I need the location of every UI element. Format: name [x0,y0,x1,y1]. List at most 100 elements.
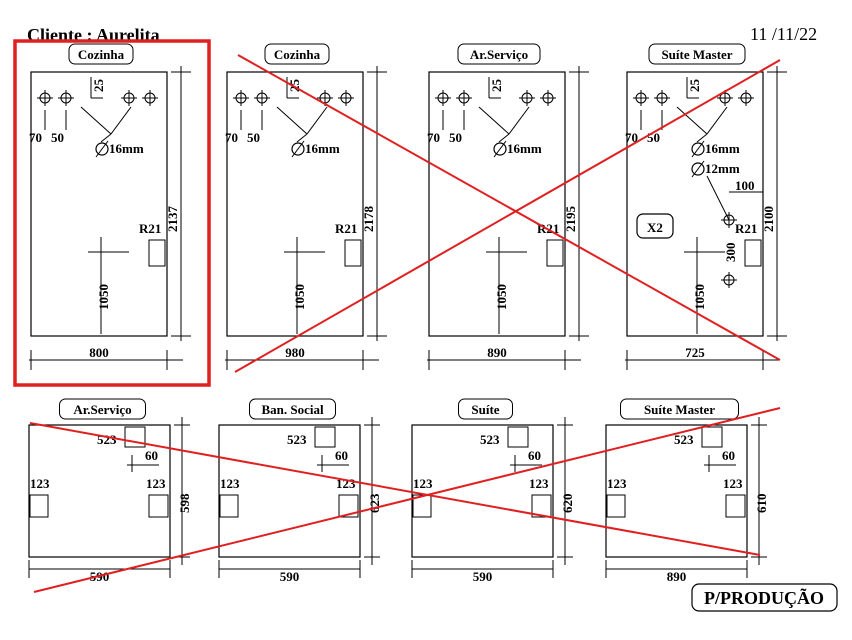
width-value: 590 [473,569,493,584]
panel-label-frame [249,398,336,420]
panel-4: Suíte Master 523 60 123 123 890 610 [605,398,769,584]
hole-icon [254,90,270,106]
quantity-value: X2 [647,220,663,235]
panel-label: Cozinha [264,43,330,65]
lock-radius-value: R21 [139,221,161,236]
hole-icon [654,90,670,106]
cross-out-line [29,422,761,556]
left-notch [412,494,432,518]
mount-height-value: 1050 [96,284,111,310]
panel-outline [411,424,554,558]
notch-left-value: 523 [674,432,694,447]
lock-radius-value: R21 [335,221,357,236]
leader-line [276,106,308,135]
right-notch [148,494,169,518]
leader-line [296,133,308,143]
side-left-value: 123 [607,476,627,491]
notch-gap-value: 60 [722,448,735,463]
cross-out-line [33,407,781,593]
lock-notch [744,239,762,267]
top-notch [701,426,723,448]
side-left-value: 123 [220,476,240,491]
side-right-value: 123 [723,476,743,491]
panel-label: Suíte Master [620,398,739,420]
hole-icon [540,90,556,106]
quantity-badge: X2 [636,213,674,239]
panel-label-text: Suíte Master [661,47,732,62]
offset-a-value: 70 [29,130,42,145]
panel-label: Ban. Social [249,398,336,420]
hole-icon [456,90,472,106]
height-value: 2195 [563,206,578,233]
offset-b-value: 50 [247,130,260,145]
panel-label-text: Ban. Social [261,402,324,417]
width-value: 890 [667,569,687,584]
offset-b-value: 50 [449,130,462,145]
panel-label-text: Ar.Serviço [73,402,131,417]
height-value: 2178 [361,206,376,233]
hole-icon [717,90,733,106]
diameter-icon [291,140,305,158]
leader-line [696,133,708,143]
panel-label-frame [620,398,739,420]
hole-icon [519,90,535,106]
hole-icon [58,90,74,106]
diameter-icon-small-slash [691,160,705,178]
height-value: 2100 [761,206,776,232]
leader-line [100,133,112,143]
panel-outline [218,424,361,558]
panel-outline [605,424,748,558]
cross-out-line [234,59,781,373]
height-value: 620 [560,494,575,514]
side-left-value: 123 [30,476,50,491]
offset-b-value: 50 [51,130,64,145]
panel-label-frame [59,398,146,420]
bottom-row-drawings: Ar.Serviço 523 60 123 123 590 598 Ban. Social 52… [28,398,769,584]
notch-left-value: 523 [97,432,117,447]
hole-icon [435,90,451,106]
height-value: 598 [177,493,192,513]
panel-label-text: Cozinha [78,47,125,62]
panel-label-text: Suíte Master [644,402,715,417]
mount-height-value: 1050 [692,284,707,310]
hole-icon [721,212,737,228]
panel-label-frame [68,43,134,65]
hole-diameter-value: 16mm [507,141,542,156]
diameter-icon-slash [493,140,507,158]
hole-diameter-value: 16mm [305,141,340,156]
hole-offset-value: 25 [489,79,504,93]
height-value: 610 [754,494,769,514]
panel-label-text: Cozinha [274,47,321,62]
hole-icon [37,90,53,106]
panel-label-frame [458,398,513,420]
diameter-icon-ring [291,142,305,156]
top-notch [314,426,336,448]
quantity-frame [636,213,674,239]
diameter-icon [95,140,109,158]
diameter-icon-slash [95,140,109,158]
leader-line [110,106,132,135]
hole-icon [142,90,158,106]
door-outline [226,71,364,337]
hole-icon [721,272,737,288]
door-outline [428,71,566,337]
diameter-icon-slash [691,140,705,158]
cross-out-line [237,54,781,361]
panel-label-frame [264,43,330,65]
hole-diameter-2-value: 12mm [705,161,740,176]
diameter-icon-small [691,160,705,178]
notch-gap-value: 60 [528,448,541,463]
offset-a-value: 70 [427,130,440,145]
diameter-icon [691,140,705,158]
side-offset-value: 100 [735,178,755,193]
side-right-value: 123 [146,476,166,491]
leader-line [478,106,510,135]
panel-label: Ar.Serviço [59,398,146,420]
panel-label: Cozinha [68,43,134,65]
